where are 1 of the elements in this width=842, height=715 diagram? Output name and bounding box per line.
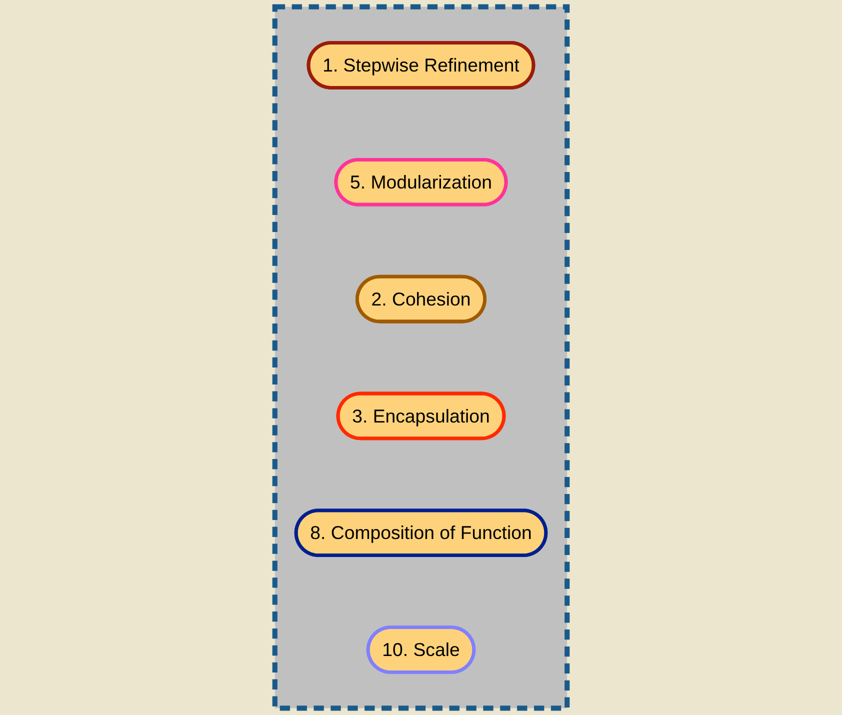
cluster xyxy=(272,4,570,711)
